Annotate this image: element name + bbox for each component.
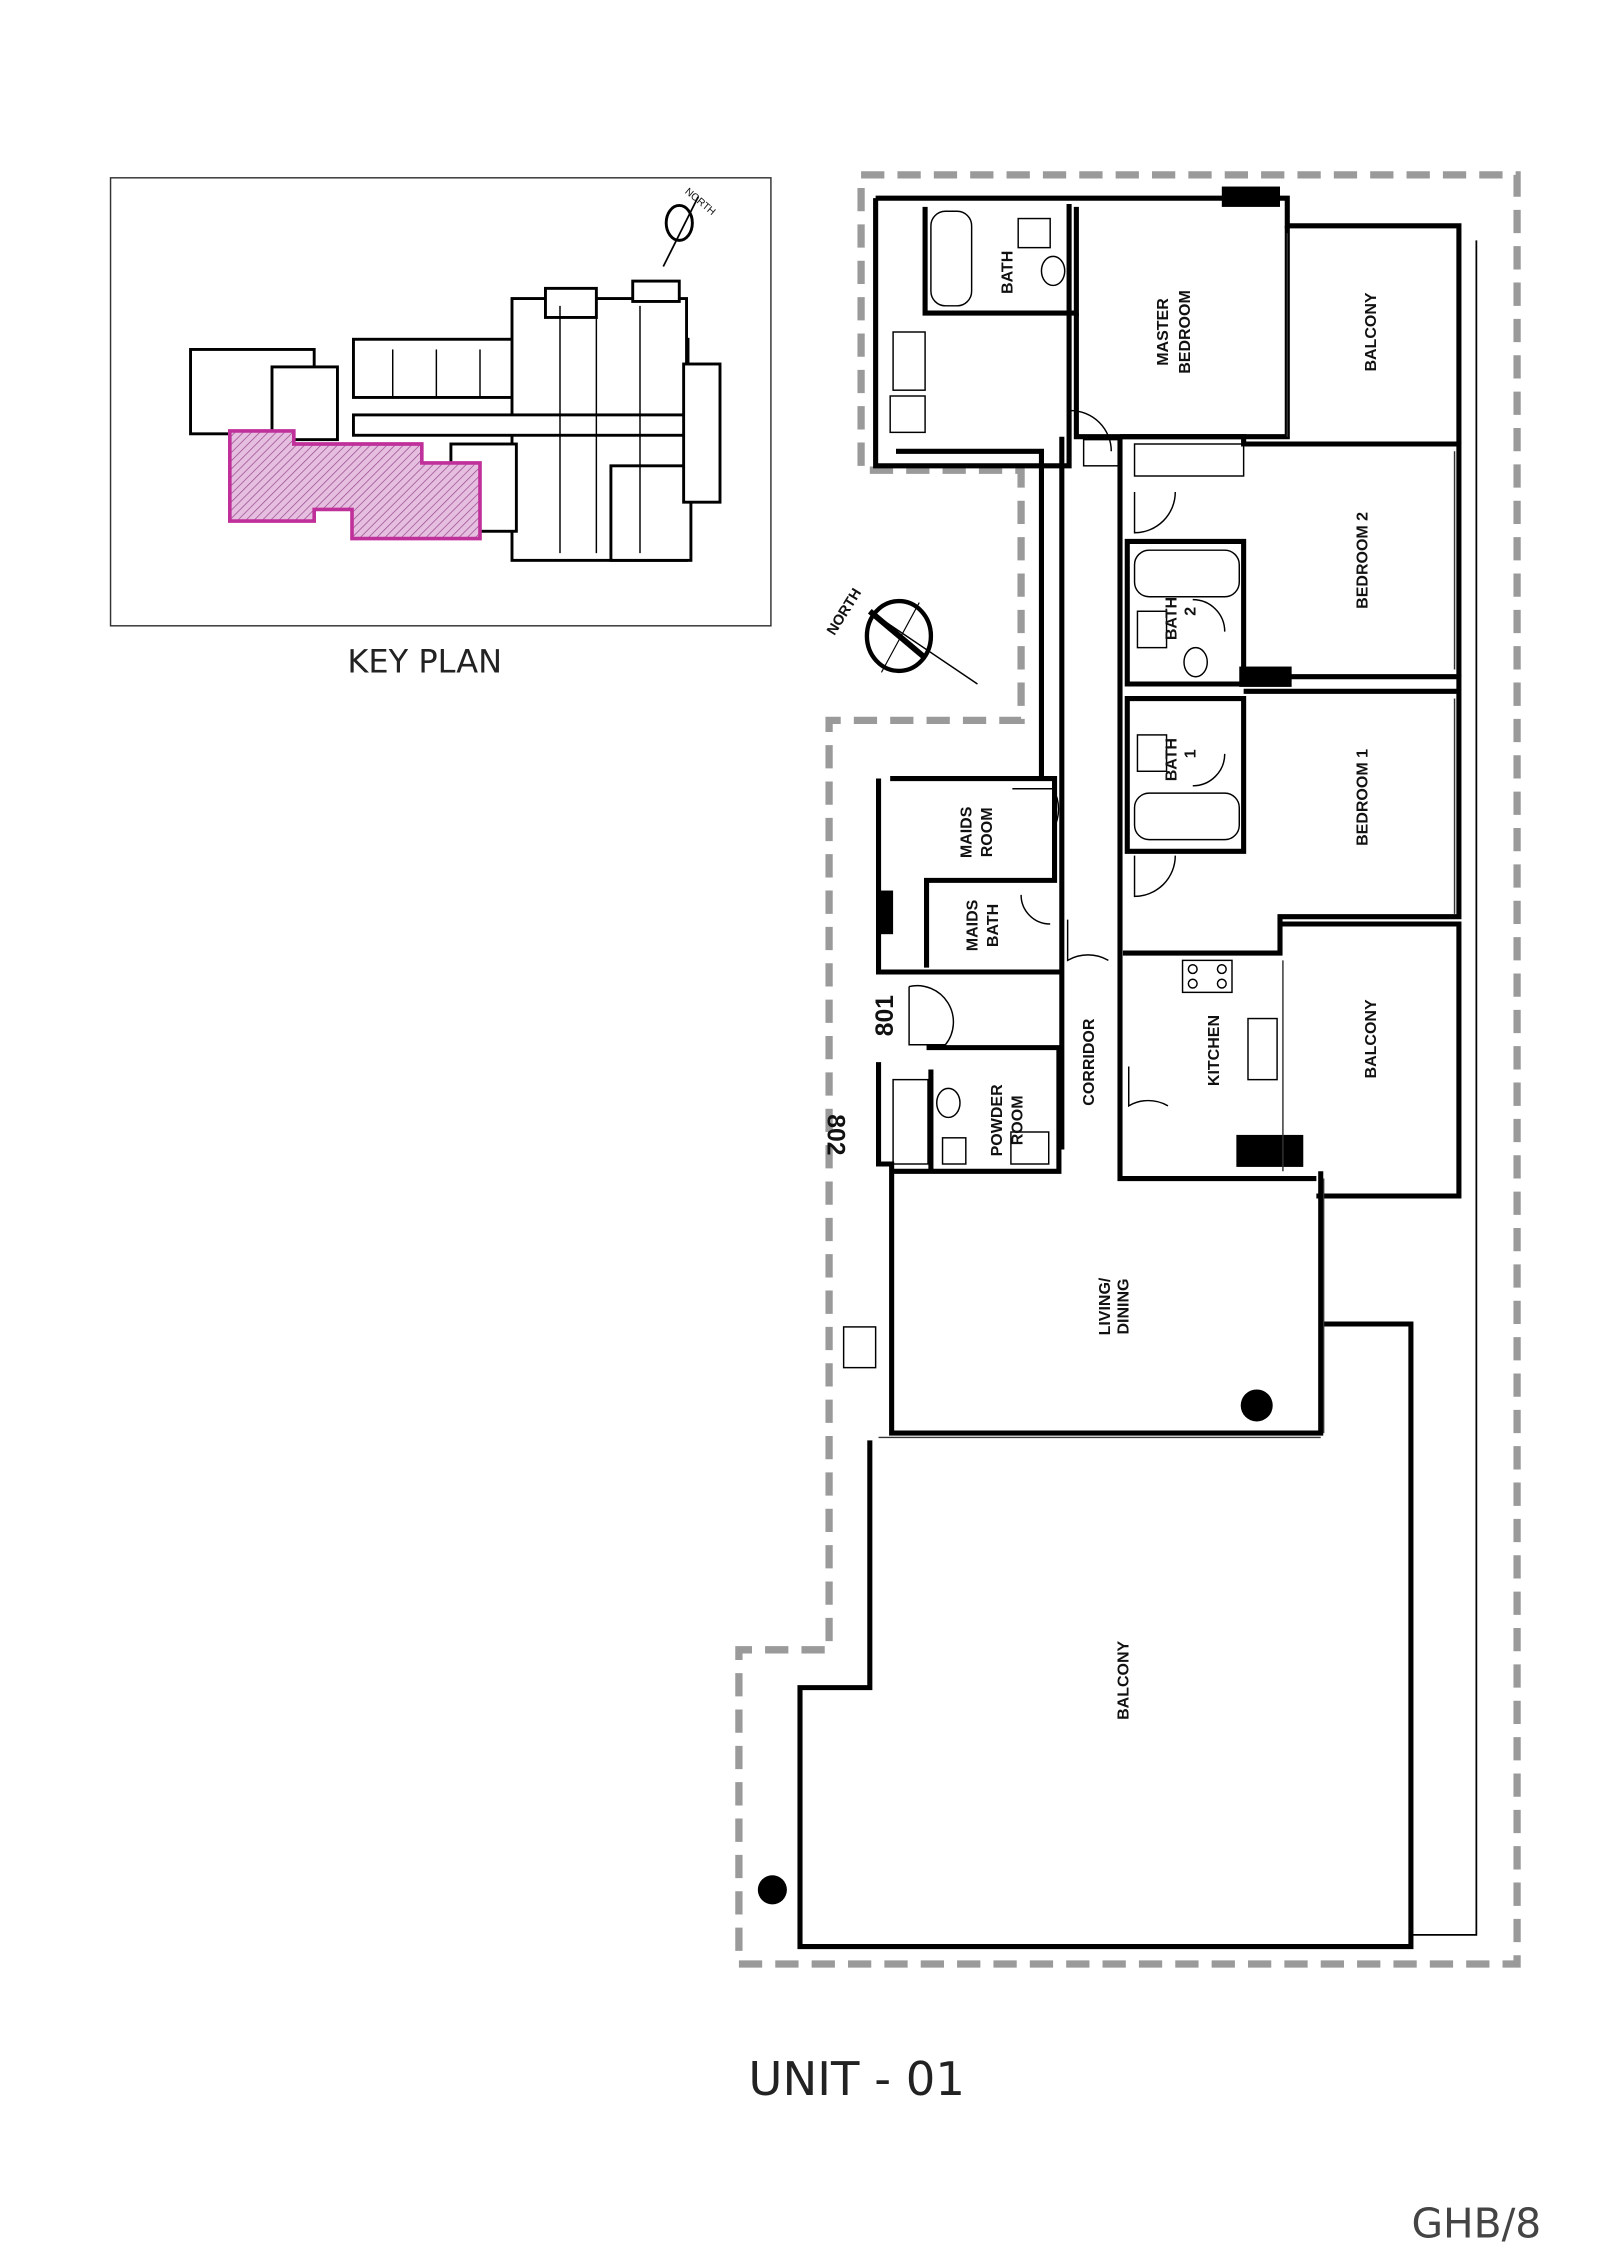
label-master-line1: MASTER	[1155, 298, 1172, 366]
label-balcony-big: BALCONY	[1116, 1640, 1133, 1719]
label-living-2: DINING	[1116, 1279, 1133, 1335]
label-balcony-mid: BALCONY	[1363, 999, 1380, 1078]
label-maids-bath-1: MAIDS	[964, 899, 981, 951]
label-bedroom-2: BEDROOM 2	[1354, 512, 1371, 609]
unit-title: UNIT - 01	[748, 2052, 965, 2106]
room-labels: BATH MASTER BEDROOM BALCONY BEDROOM 2 BA…	[822, 251, 1380, 1720]
key-plan-title: KEY PLAN	[347, 642, 502, 680]
label-bath-2-num: 2	[1183, 607, 1200, 616]
label-powder-1: POWDER	[989, 1084, 1006, 1156]
sheet-reference: GHB/8	[1411, 2199, 1541, 2247]
label-kitchen: KITCHEN	[1206, 1015, 1223, 1086]
label-powder-2: ROOM	[1010, 1095, 1027, 1145]
column-living	[1240, 1389, 1273, 1422]
label-maids-room-1: MAIDS	[959, 806, 976, 858]
label-balcony-top: BALCONY	[1363, 292, 1380, 371]
north-compass-icon: NORTH	[824, 586, 978, 685]
label-maids-bath-2: BATH	[985, 904, 1002, 947]
north-label: NORTH	[824, 586, 865, 638]
label-master-line2: BEDROOM	[1177, 290, 1194, 374]
label-bath-1: BATH	[1164, 738, 1181, 781]
walls	[797, 186, 1478, 1950]
label-living-1: LIVING/	[1097, 1277, 1114, 1335]
fixtures	[842, 210, 1278, 1369]
unit-801-label: 801	[872, 995, 899, 1036]
key-plan-building	[189, 279, 722, 562]
label-maids-room-2: ROOM	[979, 807, 996, 857]
column-balcony	[757, 1875, 787, 1905]
label-bedroom-1: BEDROOM 1	[1354, 749, 1371, 846]
label-corridor: CORRIDOR	[1081, 1018, 1098, 1106]
unit-01-highlight	[228, 429, 482, 541]
unit-802-label: 802	[822, 1114, 849, 1155]
key-plan: NORTH KEY PLAN	[109, 177, 772, 680]
label-bath-1-num: 1	[1183, 749, 1200, 758]
glazing	[878, 233, 1456, 1439]
label-bath: BATH	[999, 251, 1016, 294]
doors	[908, 409, 1226, 1108]
label-bath-2: BATH	[1164, 597, 1181, 640]
